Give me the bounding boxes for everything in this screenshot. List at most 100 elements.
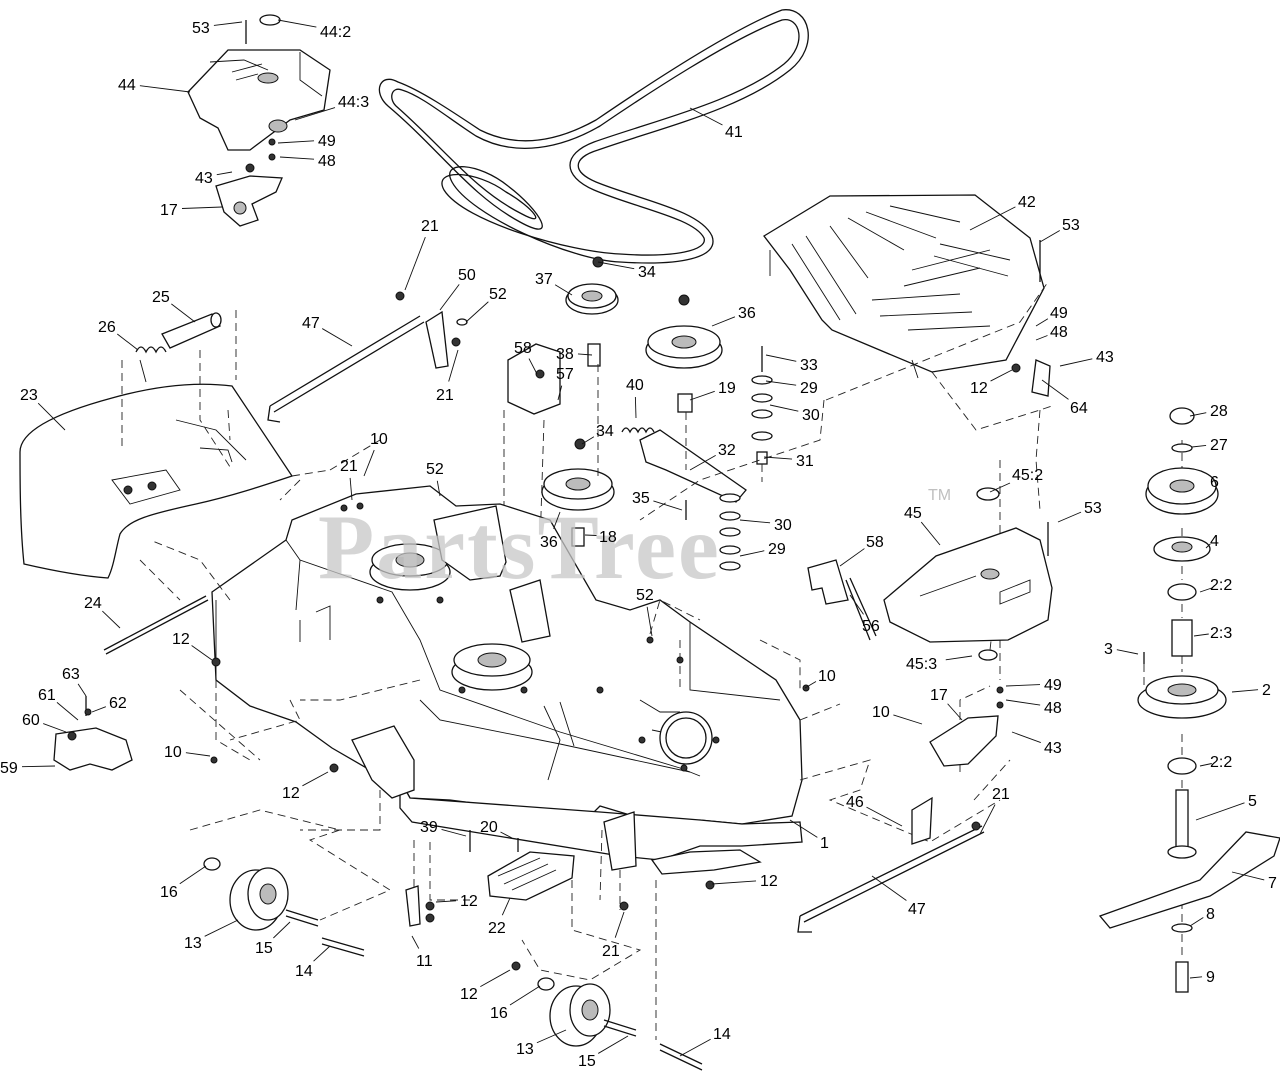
callout-leader <box>480 969 511 988</box>
callout-45: 45 <box>904 505 922 522</box>
callout-leader <box>1195 802 1245 821</box>
callout-leader <box>1005 684 1041 687</box>
callout-21: 21 <box>992 786 1010 803</box>
callout-leader <box>614 911 625 938</box>
callout-12: 12 <box>970 380 988 397</box>
callout-2-2: 2:2 <box>1210 754 1232 771</box>
callout-leader <box>43 723 67 733</box>
callout-leader <box>56 702 79 721</box>
callout-leader <box>171 303 196 323</box>
callout-26: 26 <box>98 319 116 336</box>
callout-3: 3 <box>1104 641 1113 658</box>
callout-2-2: 2:2 <box>1210 577 1232 594</box>
belt-cover <box>763 194 1045 379</box>
washer-stack-center <box>685 493 741 571</box>
callout-44: 44 <box>118 77 136 94</box>
callout-leader <box>945 655 973 661</box>
callout-leader <box>711 880 757 885</box>
callout-leader <box>634 396 637 419</box>
callout-leader <box>597 1035 629 1054</box>
callout-10: 10 <box>370 431 388 448</box>
callout-20: 20 <box>480 819 498 836</box>
callout-48: 48 <box>1044 700 1062 717</box>
callout-leader <box>1199 587 1212 593</box>
callout-59: 59 <box>0 760 18 777</box>
watermark-trademark: TM <box>928 487 951 504</box>
callout-leader <box>581 436 595 445</box>
callout-leader <box>769 404 799 412</box>
idler-pulley-36-bottom <box>541 468 615 547</box>
left-belt-guard <box>19 383 294 579</box>
callout-leader <box>313 945 331 962</box>
callout-45-2: 45:2 <box>1012 467 1043 484</box>
callout-leader <box>763 456 793 460</box>
callout-12: 12 <box>282 785 300 802</box>
callout-leader <box>1005 699 1041 706</box>
idler-pulley-37 <box>565 283 619 367</box>
callout-44-3: 44:3 <box>338 94 369 111</box>
callout-leader <box>501 897 511 916</box>
callout-leader <box>179 865 207 885</box>
callout-43: 43 <box>195 170 213 187</box>
callout-leader <box>871 875 907 901</box>
anti-scalp-wheel-right <box>537 977 703 1071</box>
callout-8: 8 <box>1206 906 1215 923</box>
callout-12: 12 <box>460 986 478 1003</box>
callout-leader <box>765 354 797 362</box>
callout-leader <box>1189 412 1207 417</box>
callout-25: 25 <box>152 289 170 306</box>
callout-16: 16 <box>490 1005 508 1022</box>
callout-39: 39 <box>420 819 438 836</box>
callout-leader <box>349 477 353 501</box>
spindle-assembly <box>1098 407 1280 993</box>
callout-leader <box>554 284 573 296</box>
callout-43: 43 <box>1096 349 1114 366</box>
callout-leader <box>765 380 797 386</box>
callout-9: 9 <box>1206 969 1215 986</box>
callout-leader <box>1231 689 1259 693</box>
callout-13: 13 <box>516 1041 534 1058</box>
callout-leader <box>273 921 291 939</box>
callout-58: 58 <box>866 534 884 551</box>
callout-leader <box>321 328 353 347</box>
watermark: PartsTree <box>318 496 721 598</box>
callout-leader <box>653 500 683 511</box>
idler-pulley-36-top <box>645 325 723 413</box>
callout-leader <box>77 683 87 697</box>
callout-leader <box>1059 358 1093 367</box>
callout-47: 47 <box>908 901 926 918</box>
callout-53: 53 <box>1084 500 1102 517</box>
callout-leader <box>37 402 66 431</box>
callout-leader <box>1211 481 1214 483</box>
callout-16: 16 <box>160 884 178 901</box>
callout-leader <box>21 765 56 768</box>
callout-leader <box>1011 731 1041 743</box>
callout-52: 52 <box>489 286 507 303</box>
callout-29: 29 <box>768 541 786 558</box>
callout-leader <box>277 19 317 28</box>
callout-leader <box>117 333 139 351</box>
callout-15: 15 <box>578 1053 596 1070</box>
callout-leader <box>1231 871 1265 881</box>
callout-leader <box>439 284 460 311</box>
callout-52: 52 <box>426 461 444 478</box>
callout-22: 22 <box>488 920 506 937</box>
callout-leader <box>448 349 459 382</box>
callout-leader <box>465 301 489 323</box>
left-idler-bracket <box>215 163 283 227</box>
callout-leader <box>102 610 121 629</box>
callout-leader <box>789 819 818 838</box>
callout-1: 1 <box>820 835 829 852</box>
callout-46: 46 <box>846 794 864 811</box>
right-spindle-cover <box>883 527 1053 643</box>
callout-leader <box>204 919 239 937</box>
callout-10: 10 <box>872 704 890 721</box>
callout-5: 5 <box>1248 793 1257 810</box>
callout-63: 63 <box>62 666 80 683</box>
callout-60: 60 <box>22 712 40 729</box>
callout-10: 10 <box>164 744 182 761</box>
callout-leader <box>1116 649 1139 655</box>
callout-32: 32 <box>718 442 736 459</box>
deck-hardware <box>340 502 720 772</box>
callout-42: 42 <box>1018 194 1036 211</box>
